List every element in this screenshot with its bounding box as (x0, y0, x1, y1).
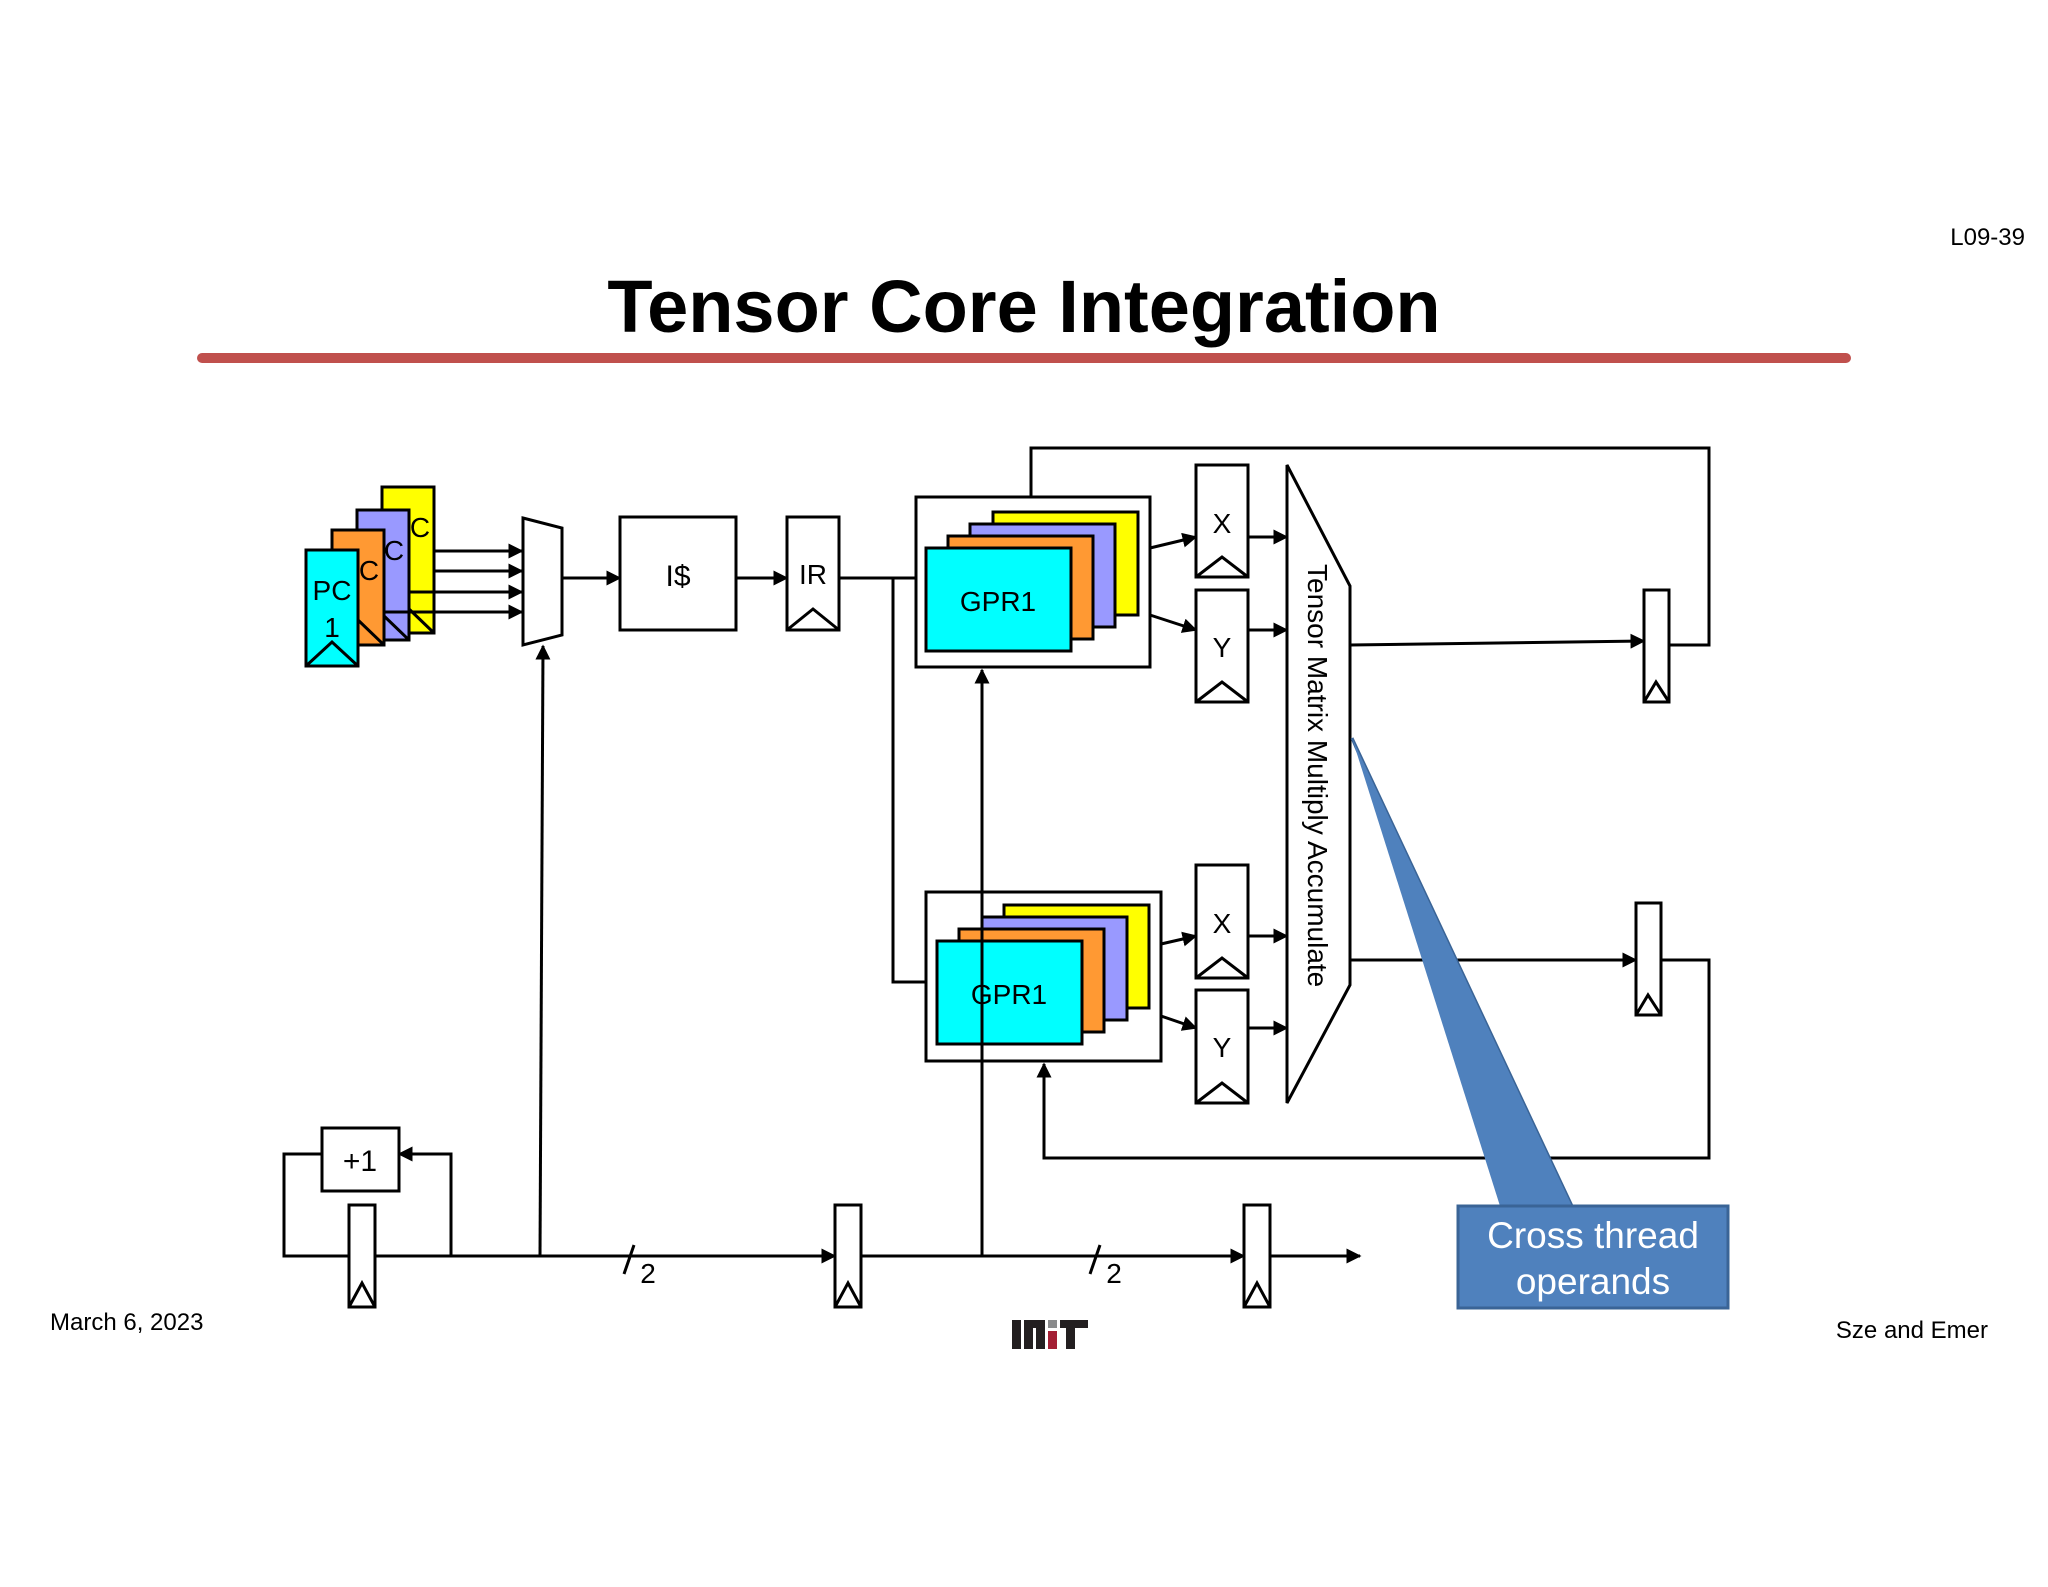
pc-register-1-label: PC (313, 575, 352, 606)
pc-register-1: PC 1 (304, 548, 360, 668)
gpr-to-operand-wires (1149, 532, 1198, 1031)
mit-logo-icon (1012, 1320, 1088, 1349)
pc-register-4-label: C (410, 512, 430, 543)
footer-authors: Sze and Emer (1836, 1317, 1988, 1344)
tensor-matrix-multiply-accumulate-unit (1285, 464, 1352, 1104)
pc-to-mux-wires (384, 543, 524, 620)
pipeline-latch-1 (347, 1203, 377, 1309)
instruction-register: IR (785, 515, 841, 632)
bus-width-label-1: 2 (640, 1258, 656, 1289)
gpr-bottom-front-file (935, 939, 1084, 1046)
gpr-block-bottom: GPR1 (924, 890, 1163, 1063)
instruction-register-label: IR (799, 559, 827, 590)
operand-latch-x-bottom: X (1194, 863, 1250, 980)
cross-thread-operands-callout: Cross thread operands (1350, 737, 1730, 1310)
pc-select-mux (521, 516, 564, 647)
bus-width-slash-1 (622, 1244, 636, 1275)
operand-x-top-label: X (1213, 508, 1232, 539)
bus-width-label-2: 2 (1106, 1258, 1122, 1289)
pc-register-1-index: 1 (324, 612, 340, 643)
instruction-cache (618, 515, 738, 632)
gpr-bottom-label: GPR1 (971, 979, 1047, 1010)
thread-select-bus (282, 644, 1362, 1264)
operand-y-top-label: Y (1213, 632, 1232, 663)
tensor-output-top-wire (1349, 633, 1646, 649)
slide-title: Tensor Core Integration (607, 265, 1440, 348)
operand-to-tensor-wires (1248, 529, 1289, 1036)
gpr-top-label: GPR1 (960, 586, 1036, 617)
accumulator-latch-top (1642, 588, 1671, 704)
writeback-loop-top-wire (1029, 446, 1711, 647)
pipeline-latch-3 (1242, 1203, 1272, 1309)
operand-y-bottom-label: Y (1213, 1032, 1232, 1063)
gpr-block-top: GPR1 (914, 495, 1152, 669)
footer-date: March 6, 2023 (50, 1309, 203, 1336)
bus-width-slash-2 (1088, 1244, 1102, 1275)
pipeline-latch-2 (833, 1203, 863, 1309)
callout-text-line2: operands (1516, 1261, 1670, 1302)
gpr-top-front-file (924, 546, 1073, 653)
operand-latch-y-bottom: Y (1194, 988, 1250, 1105)
pc-incrementer-label: +1 (343, 1145, 377, 1178)
operand-latch-y-top: Y (1194, 588, 1250, 704)
writeback-loop-bottom-wire (1036, 958, 1711, 1160)
pc-register-stack: C C C PC 1 (304, 485, 436, 668)
ir-to-gpr-wires (839, 576, 925, 984)
pc-register-3-label: C (384, 535, 404, 566)
operand-latch-x-top: X (1194, 463, 1250, 579)
slide-number: L09-39 (1950, 224, 2025, 251)
pc-incrementer (320, 1126, 401, 1193)
pc-register-2-label: C (359, 555, 379, 586)
accumulator-latch-bottom (1634, 901, 1663, 1017)
instruction-cache-label: I$ (665, 560, 690, 593)
callout-text-line1: Cross thread (1487, 1215, 1699, 1256)
tensor-unit-label: Tensor Matrix Multiply Accumulate (1302, 564, 1333, 987)
operand-x-bottom-label: X (1213, 908, 1232, 939)
